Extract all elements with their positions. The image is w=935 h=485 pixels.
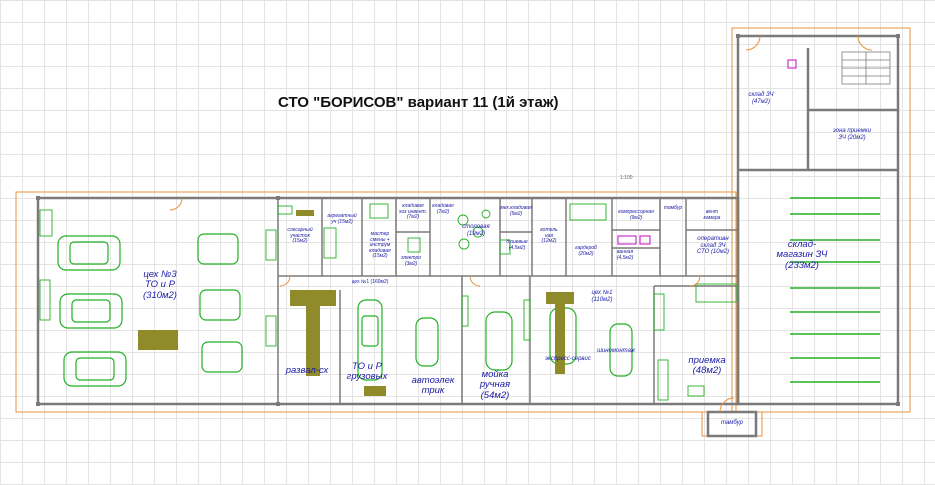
room-label-electro: электро (3м2)	[400, 255, 422, 267]
room-label-zona-priemki: зона приемки ЗЧ (20м2)	[833, 128, 871, 141]
room-label-garderob: гардероб (20м2)	[575, 245, 597, 257]
room-label-agregat: агрегатный уч (15м2)	[327, 213, 357, 225]
room-label-stolovaya: столовая (19м2)	[462, 224, 490, 237]
room-label-kotelnaya: котель ная (12м2)	[540, 227, 558, 244]
sanitary-fixtures	[617, 59, 797, 245]
room-label-to-gruz: ТО и Р грузовых	[346, 361, 388, 383]
scale-note: 1:100	[620, 175, 633, 181]
room-label-sklad-zch: склад ЗЧ (47м2)	[748, 92, 774, 105]
furniture	[39, 203, 737, 401]
walls	[36, 34, 900, 438]
columns	[36, 34, 900, 406]
room-label-dush: душевые (4,5м2)	[506, 239, 528, 251]
room-label-vent: вент камера	[703, 209, 721, 221]
room-label-ceh1-top: цех №1 (160м2)	[351, 279, 389, 285]
room-label-razval: развал-сх	[285, 365, 329, 376]
room-label-mech-kladovaya: мех.кладовая (5м2)	[500, 205, 532, 217]
room-label-master: мастер смены + инструм кладовая (15м2)	[369, 231, 391, 259]
room-label-kompressor: компрессорная (9м2)	[618, 209, 654, 221]
room-label-tambur-top: тамбур	[663, 205, 683, 211]
room-label-slesar: слесарный участок (15м2)	[287, 227, 313, 244]
lifts	[138, 210, 574, 396]
room-label-ceh3: цех №3 ТО и Р (310м2)	[143, 269, 177, 301]
doors	[169, 35, 873, 413]
room-label-ceh1-right: цех №1 (110м2)	[591, 290, 613, 303]
room-label-moika: мойка ручная (54м2)	[479, 369, 511, 401]
room-label-kladovaya-inv: кладовая хоз инвент. (7м2)	[399, 203, 427, 220]
vehicles	[57, 233, 633, 387]
storage-racks	[790, 197, 880, 383]
room-label-sklad-magazin: склад- магазин ЗЧ (233м2)	[776, 239, 828, 271]
room-label-kladovaya-top: кладовая (7м2)	[432, 203, 454, 215]
room-label-vannaya: ванная (4,5м2)	[616, 249, 634, 261]
room-label-priemka: приемка (48м2)	[688, 355, 726, 377]
room-label-shino: шиномонтаж	[596, 348, 636, 354]
staircase	[841, 51, 891, 85]
plan-title: СТО "БОРИСОВ" вариант 11 (1й этаж)	[278, 94, 559, 111]
room-label-express: экспресс-сервис	[545, 356, 591, 362]
room-label-tambur-bottom: тамбур	[721, 420, 743, 426]
room-label-avtoelek: автоэлек трик	[411, 375, 455, 397]
room-label-operativ: оперативн склад ЗЧ СТО (10м2)	[696, 236, 730, 256]
